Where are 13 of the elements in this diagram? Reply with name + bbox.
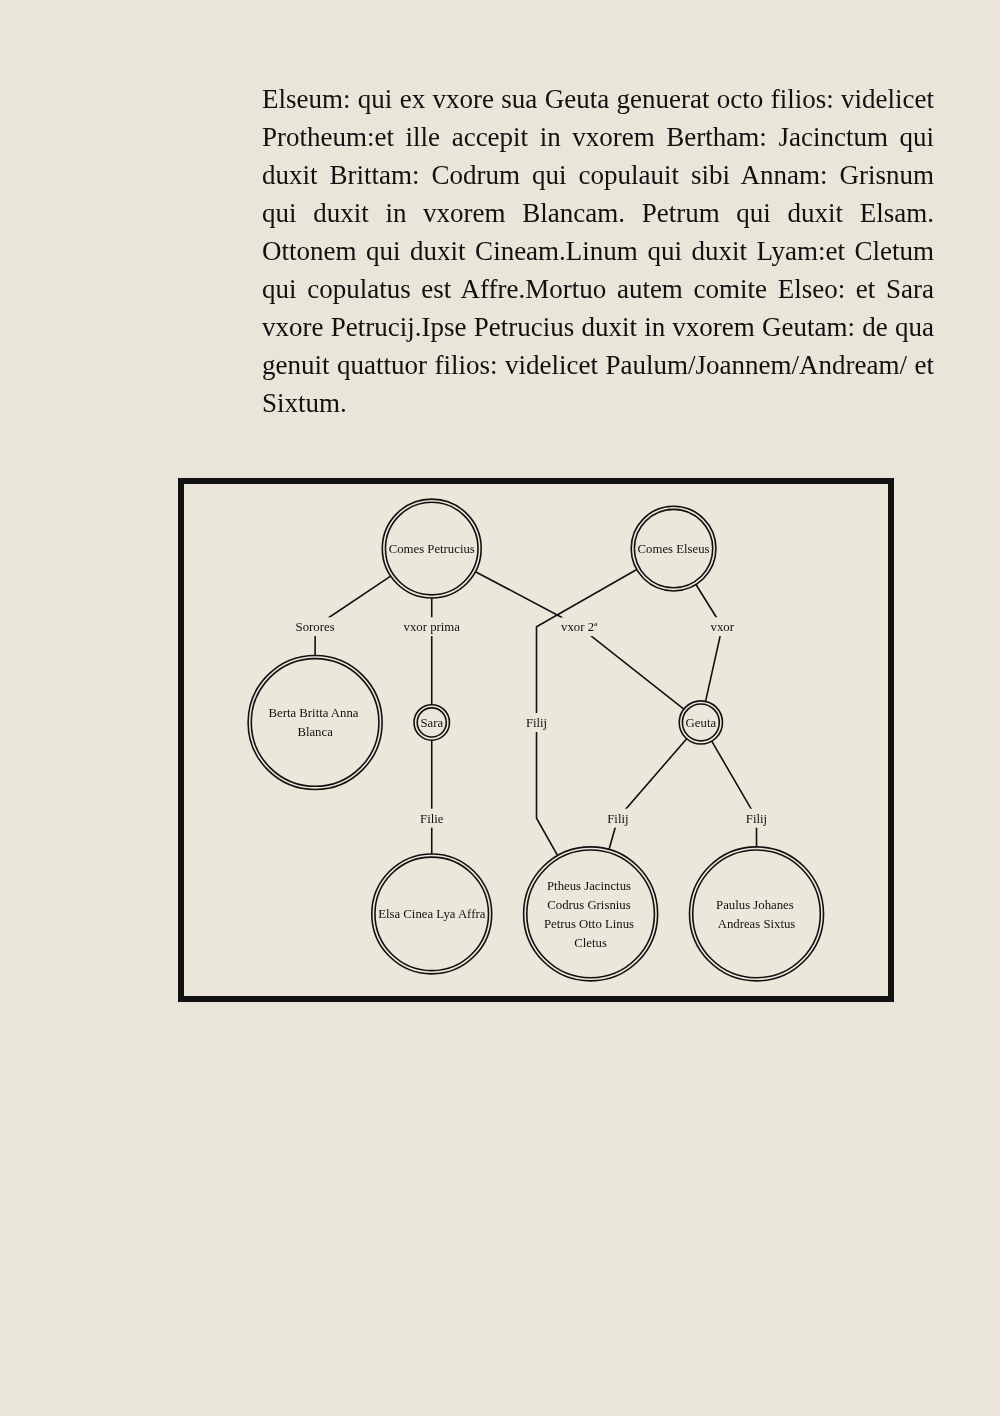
connector xyxy=(535,568,638,857)
connector xyxy=(608,738,688,851)
edge-label: Filij xyxy=(526,715,548,730)
edge-label: Filie xyxy=(420,811,444,826)
edge-label: Sorores xyxy=(295,619,335,634)
connector xyxy=(695,583,724,703)
connector xyxy=(711,740,758,848)
body-paragraph: Elseum: qui ex vxore sua Geuta genuerat octo filios: videlicet Protheum:et ille accepit in vxorem Bertham: Jacinctum qui duxit Brittam: Codrum qui copulauit sibi Annam: Grisnum qui duxit in vxorem Blancam. Petrum qui duxit Elsam. Ottonem qui duxit Cineam.Linum qui duxit Lyam:et Cletum qui copulatus est Affre.Mortuo autem comite Elseo: et Sara vxore Petrucij.Ipse Petrucius duxit in vxorem Geutam: de qua genuit quattuor filios: videlicet Paulum/Joannem/Andream/ et Sixtum. xyxy=(262,83,934,420)
edge-label: vxor prima xyxy=(403,619,461,634)
connector xyxy=(431,739,433,855)
edge-label: vxor 2ª xyxy=(561,619,598,634)
edge-label: Filij xyxy=(746,811,768,826)
edge-label: vxor xyxy=(710,619,735,634)
